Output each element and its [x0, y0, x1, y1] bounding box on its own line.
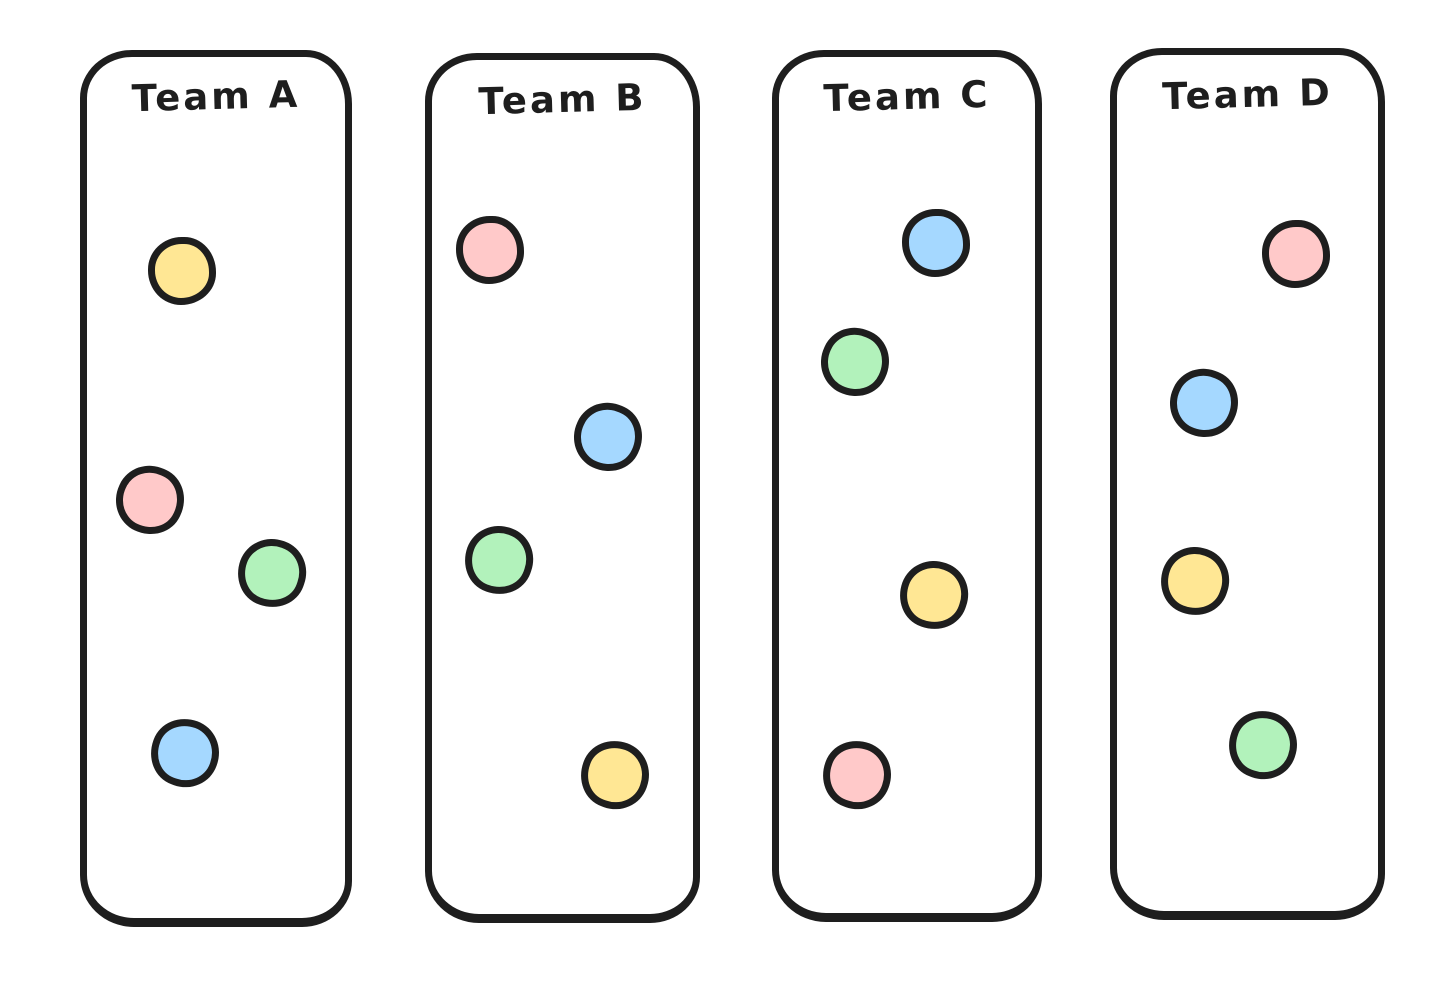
- team-card-title: Team A: [131, 72, 301, 121]
- team-card-team-b: Team B: [425, 53, 700, 923]
- pink-dot: [456, 216, 524, 284]
- team-card-title: Team B: [477, 75, 648, 124]
- yellow-dot: [148, 237, 216, 305]
- pink-dot: [1262, 220, 1330, 288]
- team-card-title: Team D: [1161, 70, 1334, 119]
- team-card-title: Team C: [822, 72, 992, 121]
- team-card-team-c: Team C: [772, 50, 1042, 922]
- blue-dot: [902, 209, 970, 277]
- team-card-team-d: Team D: [1110, 48, 1385, 920]
